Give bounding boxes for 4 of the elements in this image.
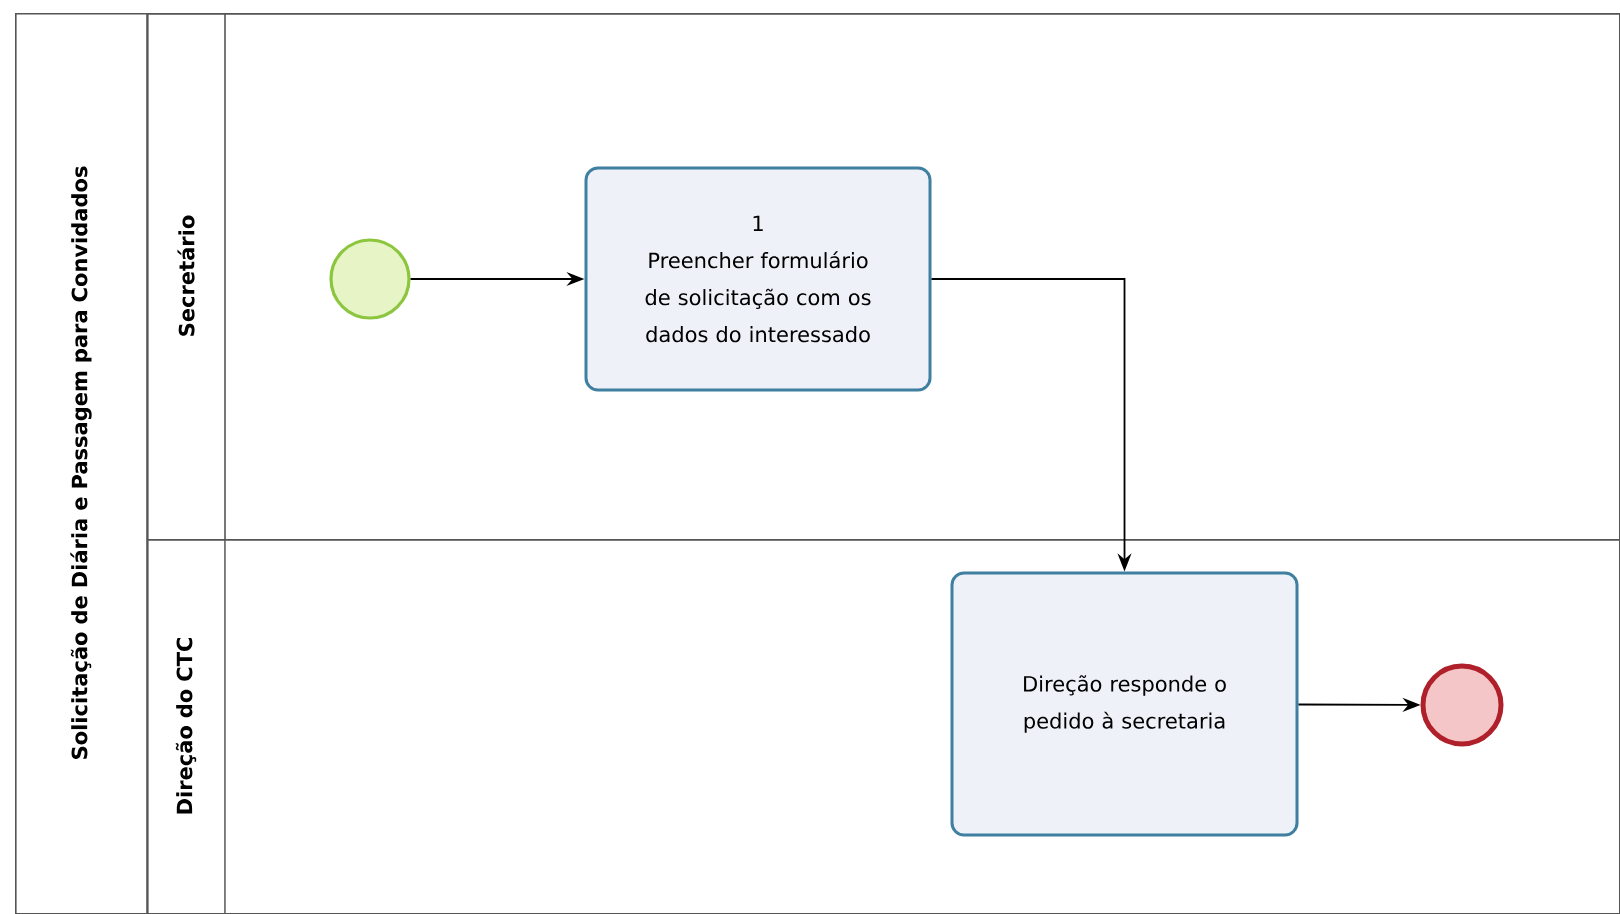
end-event	[1420, 663, 1504, 747]
task-box: Direção responde o pedido à secretaria	[950, 571, 1299, 837]
task-box: 1 Preencher formulário de solicitação com os dados do interessado	[584, 166, 932, 392]
start-event	[329, 238, 411, 320]
